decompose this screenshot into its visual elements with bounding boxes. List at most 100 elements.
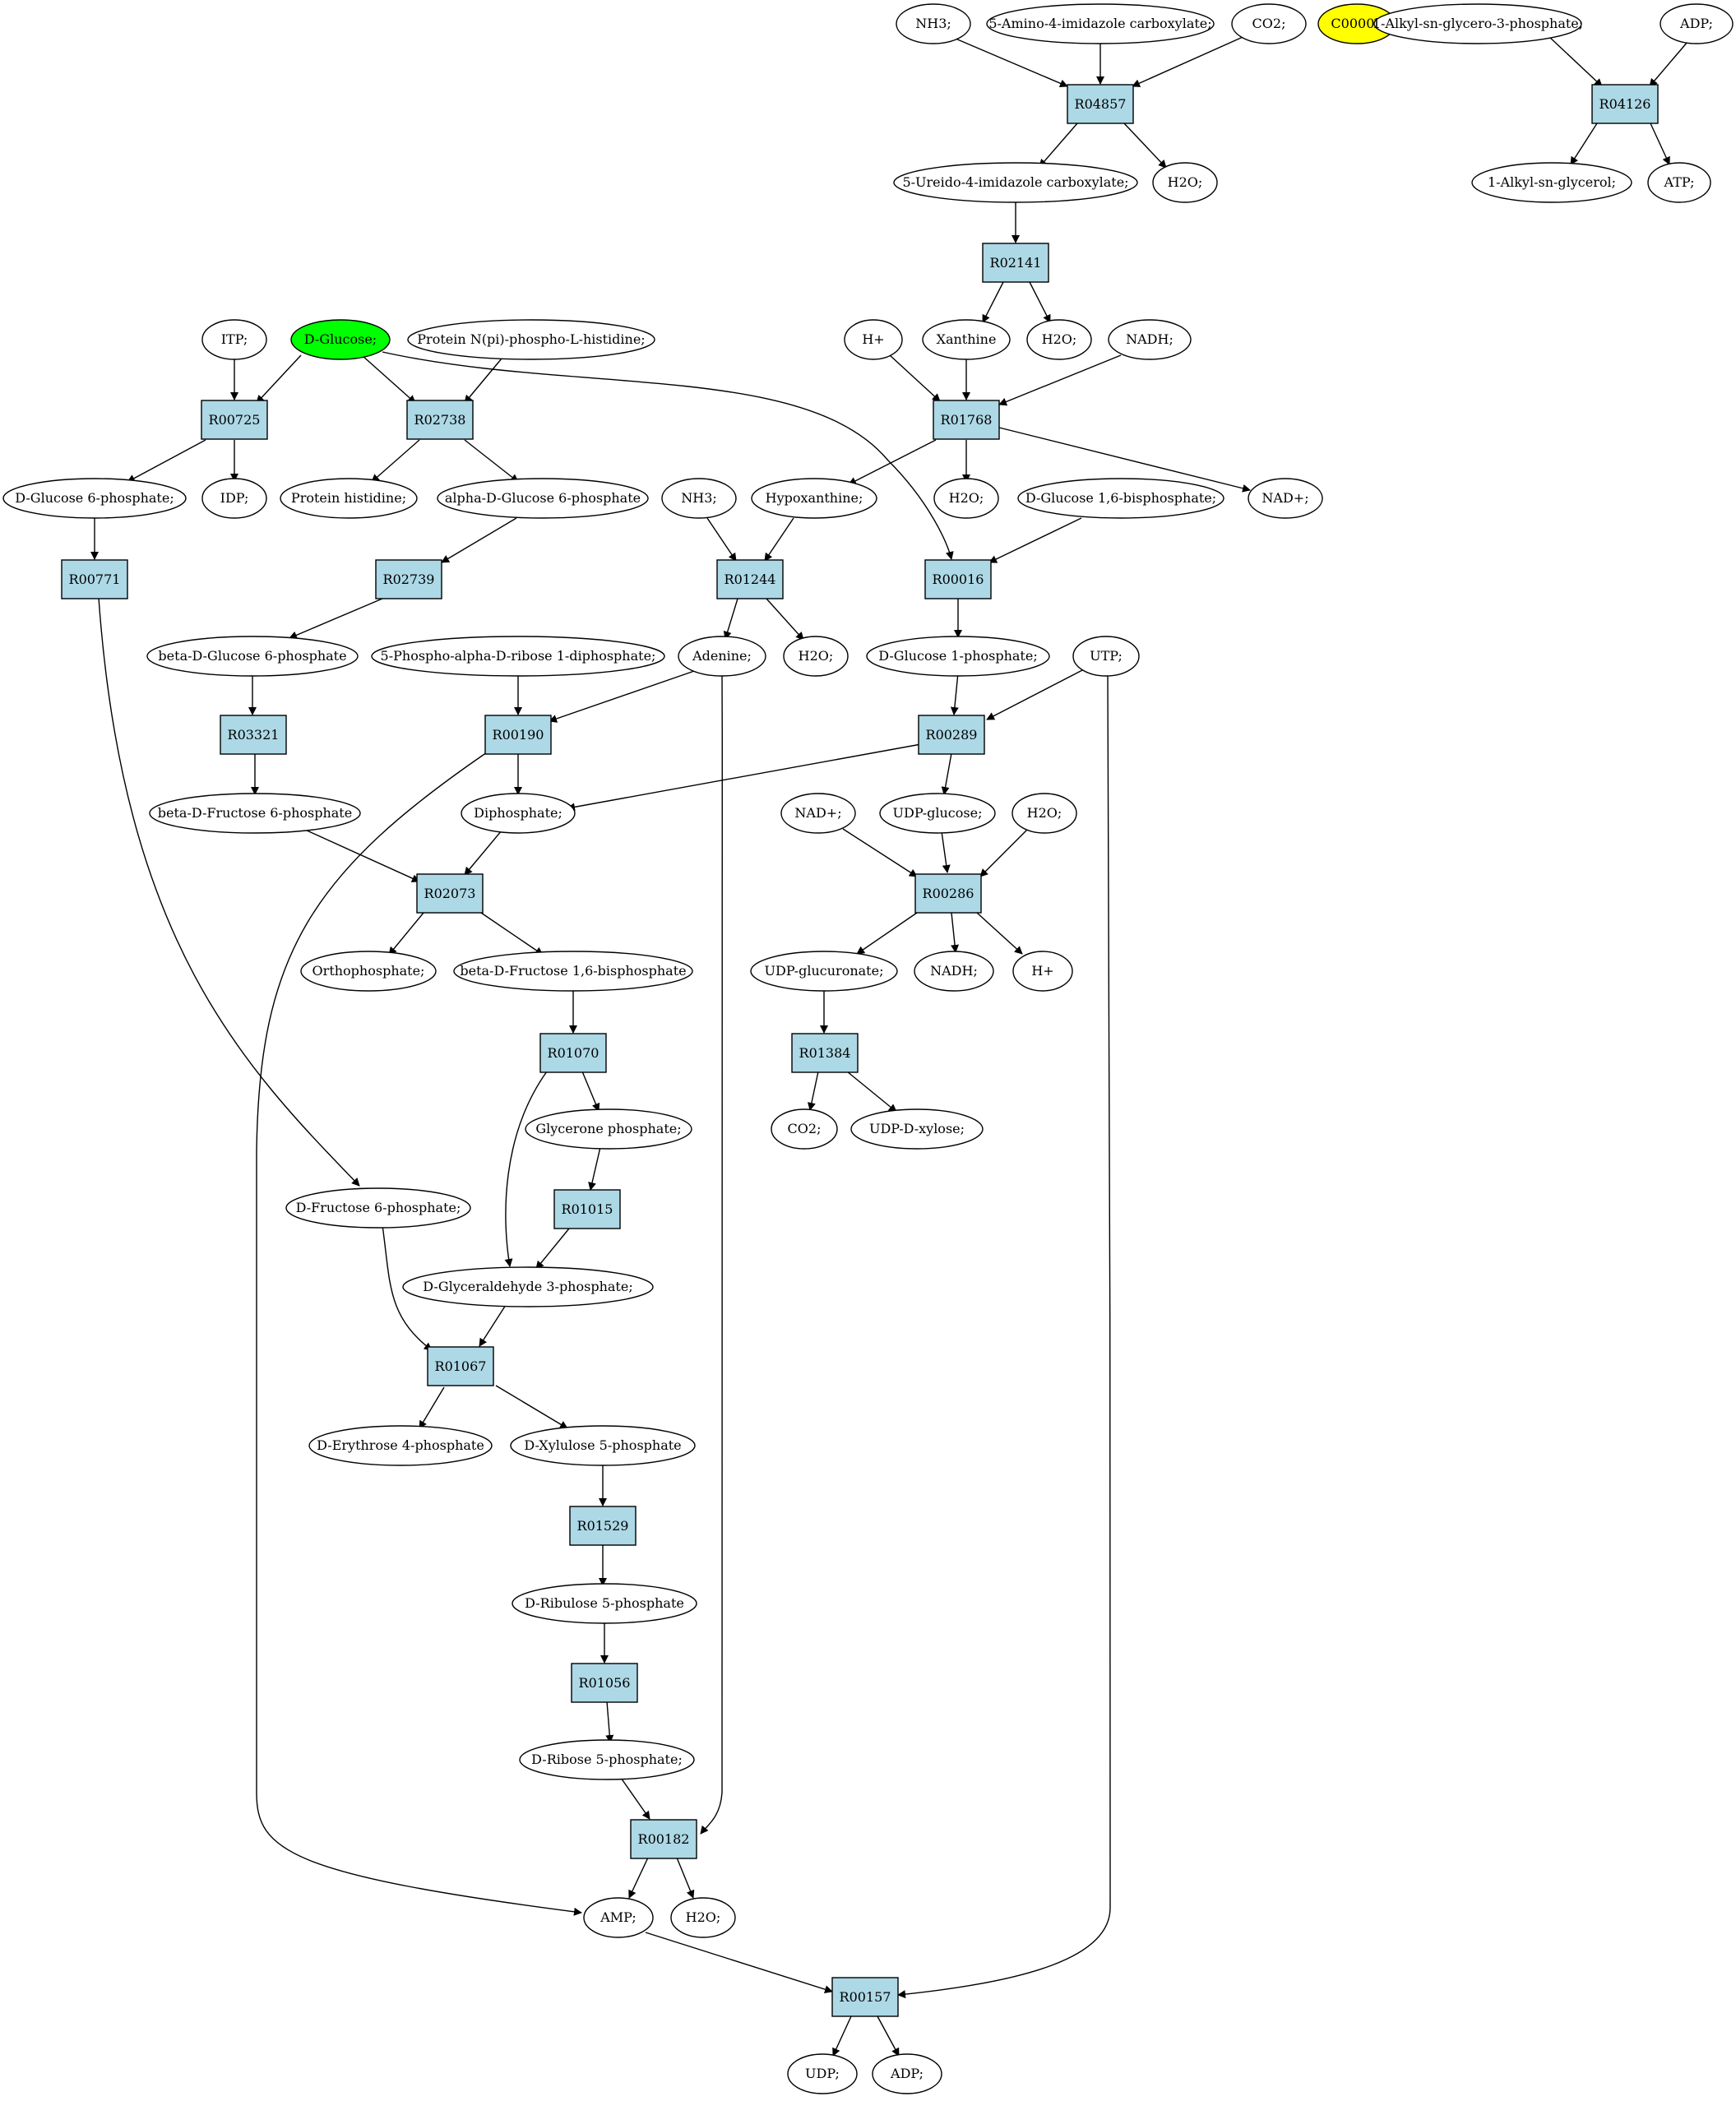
reaction-node[interactable]: R00157 — [831, 1977, 899, 2017]
compound-node[interactable]: 5-Amino-4-imidazole carboxylate; — [986, 3, 1215, 44]
compound-node[interactable]: D-Glucose 6-phosphate; — [2, 478, 187, 519]
reaction-node[interactable]: R02141 — [982, 243, 1049, 283]
compound-label: UDP; — [805, 2066, 840, 2081]
compound-node[interactable]: H+ — [1012, 951, 1073, 992]
compound-node[interactable]: H2O; — [1012, 793, 1077, 834]
compound-node[interactable]: NADH; — [914, 951, 994, 992]
compound-node[interactable]: CO2; — [1231, 3, 1307, 44]
compound-node[interactable]: ATP; — [1647, 162, 1711, 203]
compound-node[interactable]: D-Xylulose 5-phosphate — [510, 1425, 696, 1466]
reaction-label: R02739 — [383, 572, 435, 587]
compound-label: Xanthine — [937, 331, 997, 347]
compound-node[interactable]: H2O; — [933, 478, 999, 519]
compound-node[interactable]: UTP; — [1072, 636, 1140, 677]
compound-node[interactable]: beta-D-Fructose 6-phosphate — [149, 793, 361, 834]
edge-gap-r01067 — [479, 1304, 507, 1347]
compound-node[interactable]: D-Ribulose 5-phosphate — [512, 1583, 697, 1624]
compound-node[interactable]: Glycerone phosphate; — [525, 1108, 692, 1150]
edge-dglucose-r00016 — [382, 351, 954, 560]
compound-node[interactable]: D-Glucose 1,6-bisphosphate; — [1017, 478, 1224, 519]
compound-label: H2O; — [1042, 331, 1077, 347]
reaction-node[interactable]: R03321 — [220, 715, 287, 755]
reaction-node[interactable]: R01070 — [539, 1033, 607, 1073]
compound-node[interactable]: IDP; — [201, 478, 267, 519]
compound-node[interactable]: Protein N(pi)-phospho-L-histidine; — [407, 319, 655, 360]
compound-node[interactable]: Diphosphate; — [461, 793, 576, 834]
compound-node[interactable]: NAD+; — [1248, 478, 1323, 519]
reaction-node[interactable]: R04126 — [1591, 84, 1659, 124]
compound-node[interactable]: beta-D-Fructose 1,6-bisphosphate — [453, 951, 693, 992]
reaction-node[interactable]: R01768 — [933, 400, 1000, 440]
reaction-node[interactable]: R00771 — [61, 559, 128, 599]
compound-node[interactable]: H2O; — [1026, 319, 1092, 360]
compound-node[interactable]: AMP; — [583, 1897, 654, 1938]
reaction-node[interactable]: R02073 — [416, 873, 484, 914]
compound-node[interactable]: NAD+; — [780, 793, 856, 834]
compound-label: 5-Amino-4-imidazole carboxylate; — [988, 16, 1211, 31]
compound-node[interactable]: D-Erythrose 4-phosphate — [308, 1425, 493, 1466]
compound-node[interactable]: D-Ribose 5-phosphate; — [519, 1739, 695, 1780]
compound-node[interactable]: H2O; — [783, 636, 849, 677]
compound-node[interactable]: 5-Ureido-4-imidazole carboxylate; — [893, 162, 1138, 203]
reaction-node[interactable]: R04857 — [1067, 84, 1134, 124]
reaction-node[interactable]: R00289 — [918, 715, 985, 755]
reaction-node[interactable]: R02738 — [406, 400, 474, 440]
reaction-node[interactable]: R01384 — [791, 1033, 859, 1073]
edge-amp-r00157 — [645, 1932, 833, 1994]
compound-node[interactable]: alpha-D-Glucose 6-phosphate — [437, 478, 649, 519]
reaction-label: R00725 — [209, 412, 261, 428]
compound-node[interactable]: NH3; — [896, 3, 971, 44]
compound-node[interactable]: UDP-glucose; — [879, 793, 996, 834]
compound-node[interactable]: beta-D-Glucose 6-phosphate — [146, 636, 359, 677]
reaction-node[interactable]: R00286 — [914, 873, 982, 914]
reaction-label: R02073 — [424, 886, 476, 901]
compound-node[interactable]: ADP; — [1660, 3, 1734, 44]
reaction-node[interactable]: R01015 — [553, 1189, 621, 1229]
compound-node[interactable]: Hypoxanthine; — [751, 478, 877, 519]
reaction-label: R01244 — [724, 572, 776, 587]
reaction-node[interactable]: R01067 — [427, 1346, 494, 1386]
compound-label: D-Glucose; — [304, 331, 377, 347]
compound-node-highlight[interactable]: C00002 — [1317, 3, 1396, 44]
reaction-node[interactable]: R00182 — [630, 1819, 697, 1859]
compound-node[interactable]: Adenine; — [678, 636, 766, 677]
compound-node[interactable]: D-Glucose 1-phosphate; — [866, 636, 1050, 677]
compound-node[interactable]: 5-Phospho-alpha-D-ribose 1-diphosphate; — [371, 636, 665, 677]
compound-node[interactable]: ADP; — [872, 2053, 942, 2094]
reaction-node[interactable]: R01529 — [569, 1506, 637, 1546]
edge-r02141-xanthine — [982, 281, 1004, 323]
edges — [90, 34, 1693, 2057]
reaction-node[interactable]: R00016 — [924, 559, 992, 599]
reaction-label: R00182 — [638, 1831, 690, 1847]
edge-r02739-betag6p — [289, 598, 383, 640]
edge-r5p-r00182 — [620, 1777, 650, 1820]
reaction-node[interactable]: R00190 — [484, 715, 552, 755]
compound-node[interactable]: D-Glyceraldehyde 3-phosphate; — [402, 1266, 654, 1307]
compound-node[interactable]: Xanthine — [922, 319, 1011, 360]
compound-node[interactable]: NH3; — [661, 478, 737, 519]
compound-node[interactable]: H2O; — [670, 1897, 736, 1938]
compound-node[interactable]: Protein histidine; — [280, 478, 418, 519]
edge-r01067-xu5p — [495, 1385, 568, 1429]
compound-node[interactable]: Orthophosphate; — [300, 951, 437, 992]
compound-node[interactable]: UDP-D-xylose; — [850, 1108, 984, 1150]
reaction-node[interactable]: R01244 — [716, 559, 784, 599]
compound-node[interactable]: UDP; — [787, 2053, 858, 2094]
compound-node[interactable]: ITP; — [201, 319, 267, 360]
compound-node[interactable]: UDP-glucuronate; — [750, 951, 898, 992]
reaction-node[interactable]: R01056 — [571, 1663, 638, 1703]
edge-r01067-e4p — [419, 1386, 445, 1429]
compound-node[interactable]: CO2; — [771, 1108, 838, 1150]
reaction-node[interactable]: R00725 — [201, 400, 268, 440]
compound-node[interactable]: H+ — [844, 319, 903, 360]
compound-label: ADP; — [1679, 16, 1713, 31]
compound-node[interactable]: D-Fructose 6-phosphate; — [285, 1187, 471, 1229]
compound-label: C00002 — [1331, 16, 1382, 31]
compound-node[interactable]: 1-Alkyl-sn-glycerol; — [1471, 162, 1632, 203]
edge-r00286-udpglucuronate — [856, 912, 918, 955]
compound-node-highlight[interactable]: D-Glucose; — [290, 319, 391, 360]
compound-node[interactable]: NADH; — [1108, 319, 1192, 360]
reaction-node[interactable]: R02739 — [375, 559, 442, 599]
compound-node[interactable]: 1-Alkyl-sn-glycero-3-phosphate; — [1373, 3, 1583, 44]
compound-node[interactable]: H2O; — [1152, 162, 1218, 203]
